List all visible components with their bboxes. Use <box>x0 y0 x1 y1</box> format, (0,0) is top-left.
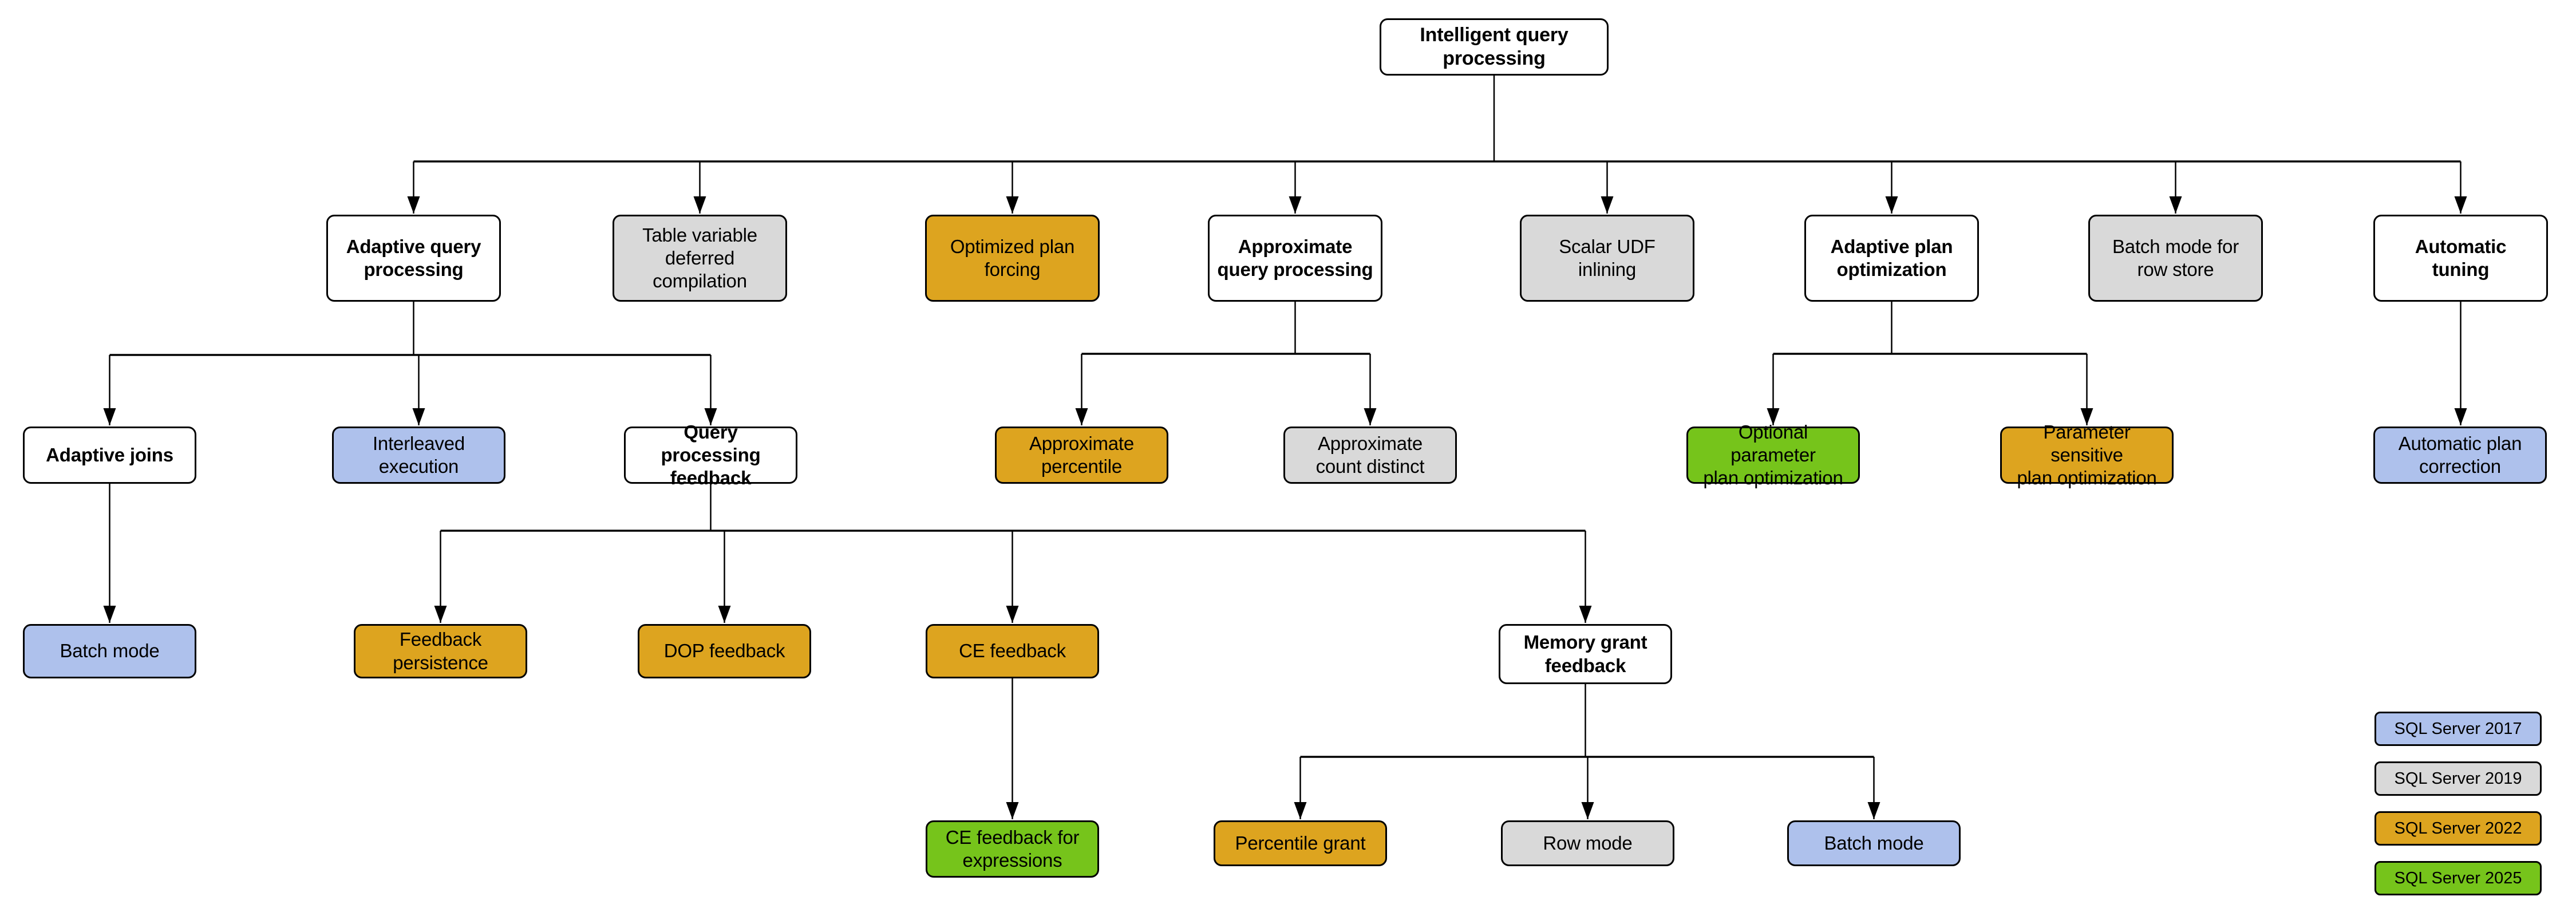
node-bm2[interactable]: Batch mode <box>1787 820 1961 866</box>
node-bmrs[interactable]: Batch mode for row store <box>2088 215 2263 302</box>
legend-item-sql-server-2019: SQL Server 2019 <box>2374 761 2542 796</box>
arrowhead <box>1364 408 1377 425</box>
arrowhead <box>434 606 447 623</box>
legend-item-sql-server-2017: SQL Server 2017 <box>2374 712 2542 746</box>
node-cef[interactable]: CE feedback <box>926 624 1099 678</box>
arrowhead <box>2169 196 2182 214</box>
arrowhead <box>1601 196 1614 214</box>
node-sudf[interactable]: Scalar UDF inlining <box>1520 215 1694 302</box>
arrowhead <box>103 408 116 425</box>
arrowhead <box>1867 802 1880 819</box>
arrowhead <box>103 606 116 623</box>
arrowhead <box>412 408 425 425</box>
node-bm1[interactable]: Batch mode <box>23 624 196 678</box>
node-opf[interactable]: Optimized plan forcing <box>925 215 1100 302</box>
node-oppo[interactable]: Optional parameter plan optimization <box>1686 421 1860 488</box>
arrowhead <box>2454 196 2467 214</box>
arrowhead <box>1075 408 1088 425</box>
node-mgf[interactable]: Memory grant feedback <box>1499 624 1672 684</box>
node-cefe[interactable]: CE feedback for expressions <box>926 820 1099 878</box>
node-pspo[interactable]: Parameter sensitive plan optimization <box>2000 421 2174 488</box>
arrowhead <box>1006 196 1019 214</box>
arrowhead <box>1579 606 1592 623</box>
arrowhead <box>1294 802 1307 819</box>
node-apqp[interactable]: Approximate query processing <box>1208 215 1382 302</box>
arrowhead <box>1289 196 1302 214</box>
node-at[interactable]: Automatic tuning <box>2373 215 2548 302</box>
arrowhead <box>693 196 706 214</box>
node-aj[interactable]: Adaptive joins <box>23 427 196 484</box>
arrowhead <box>718 606 731 623</box>
node-qpf[interactable]: Query processing feedback <box>624 421 797 488</box>
node-pg[interactable]: Percentile grant <box>1214 820 1387 866</box>
arrowhead <box>407 196 420 214</box>
node-root[interactable]: Intelligent query processing <box>1380 18 1609 76</box>
node-apo[interactable]: Adaptive plan optimization <box>1804 215 1979 302</box>
arrowhead <box>1581 802 1594 819</box>
node-ap[interactable]: Approximate percentile <box>995 427 1168 484</box>
legend-item-sql-server-2022: SQL Server 2022 <box>2374 811 2542 846</box>
node-aqp[interactable]: Adaptive query processing <box>326 215 501 302</box>
node-tvdc[interactable]: Table variable deferred compilation <box>613 215 787 302</box>
node-ie[interactable]: Interleaved execution <box>332 427 505 484</box>
arrowhead <box>1006 606 1019 623</box>
arrowhead <box>2454 408 2467 425</box>
arrowhead <box>1006 802 1019 819</box>
node-dopf[interactable]: DOP feedback <box>638 624 811 678</box>
node-acd[interactable]: Approximate count distinct <box>1283 427 1457 484</box>
node-apc[interactable]: Automatic plan correction <box>2373 427 2547 484</box>
arrowhead <box>1885 196 1898 214</box>
node-rm[interactable]: Row mode <box>1501 820 1674 866</box>
legend-item-sql-server-2025: SQL Server 2025 <box>2374 861 2542 895</box>
node-fp[interactable]: Feedback persistence <box>354 624 527 678</box>
